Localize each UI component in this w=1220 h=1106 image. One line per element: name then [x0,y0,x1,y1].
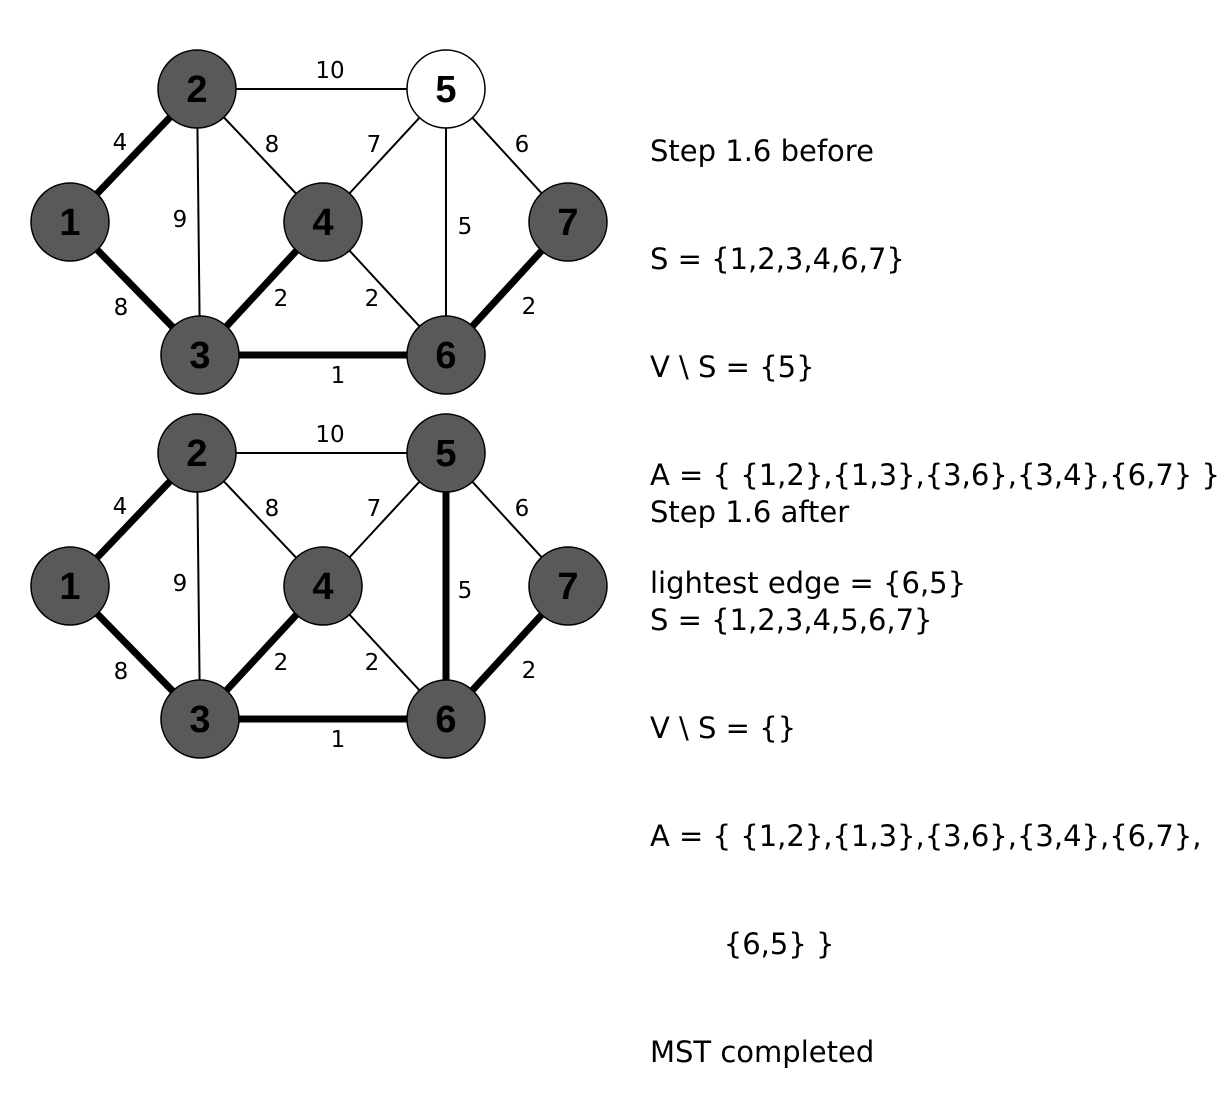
after-set-a-line-2: {6,5} } [650,927,835,961]
edge-weight-6-7: 2 [522,294,537,320]
node-7 [528,546,608,626]
node-label-4: 4 [312,202,333,244]
edge-weights-before: 4 8 9 8 10 2 1 7 2 5 6 2 [113,58,537,389]
node-2 [157,49,237,129]
edge-weight-5-6: 5 [458,578,473,604]
edge-weight-4-6: 2 [365,650,380,676]
edge-weight-2-5: 10 [315,422,344,448]
before-step-description: Step 1.6 before S = {1,2,3,4,6,7} V \ S … [650,61,1220,637]
edge-weight-1-3: 8 [114,295,129,321]
edge-weight-2-3: 9 [173,571,188,597]
node-label-3: 3 [189,699,210,741]
before-set-s: S = {1,2,3,4,6,7} [650,242,905,276]
graph-before-step: 4 8 9 8 10 2 1 7 2 5 6 2 1 2 3 4 5 6 7 [30,49,608,395]
node-6 [406,315,486,395]
graph-after-step: 4 8 9 8 10 2 1 7 2 5 6 2 1 2 3 4 5 6 7 [30,413,608,759]
edge-weight-1-2: 4 [113,494,128,520]
node-label-2: 2 [186,433,207,475]
node-label-6: 6 [435,699,456,741]
edge-weight-1-2: 4 [113,130,128,156]
node-label-6: 6 [435,335,456,377]
node-label-5: 5 [435,433,456,475]
node-label-4: 4 [312,566,333,608]
edge-weight-4-6: 2 [365,286,380,312]
edge-weight-2-4: 8 [265,496,280,522]
edge-weight-1-3: 8 [114,659,129,685]
node-7 [528,182,608,262]
node-1 [30,546,110,626]
edge-weight-5-7: 6 [515,496,530,522]
after-set-v-minus-s: V \ S = {} [650,711,797,745]
after-set-s: S = {1,2,3,4,5,6,7} [650,603,933,637]
node-label-7: 7 [557,566,578,608]
node-2 [157,413,237,493]
edge-weight-3-6: 1 [331,363,346,389]
node-label-1: 1 [59,566,80,608]
node-label-5: 5 [435,69,456,111]
node-5 [406,413,486,493]
edge-weight-2-3: 9 [173,207,188,233]
edge-2-3 [196,452,201,720]
nodes-before: 1 2 3 4 5 6 7 [30,49,608,395]
node-4 [283,182,363,262]
before-lightest-edge: lightest edge = {6,5} [650,566,967,600]
edge-weight-2-5: 10 [315,58,344,84]
before-set-v-minus-s: V \ S = {5} [650,350,815,384]
after-set-a-line-1: A = { {1,2},{1,3},{3,6},{3,4},{6,7}, [650,819,1202,853]
node-label-7: 7 [557,202,578,244]
edge-weight-4-5: 7 [367,496,382,522]
edge-weight-3-4: 2 [274,650,289,676]
after-step-title: Step 1.6 after [650,495,850,529]
before-step-title: Step 1.6 before [650,134,874,168]
node-label-1: 1 [59,202,80,244]
before-set-a: A = { {1,2},{1,3},{3,6},{3,4},{6,7} } [650,458,1220,492]
mst-diagram: 4 8 9 8 10 2 1 7 2 5 6 2 1 2 3 4 5 6 7 4 8 9 8 10 2 1 7 2 5 6 2 1 2 3 4 5 6… [30,49,608,759]
nodes-after: 1 2 3 4 5 6 7 [30,413,608,759]
node-6 [406,679,486,759]
node-4 [283,546,363,626]
edge-weight-3-4: 2 [274,286,289,312]
edge-weight-5-7: 6 [515,132,530,158]
node-label-2: 2 [186,69,207,111]
edge-weight-5-6: 5 [458,214,473,240]
node-3 [160,315,240,395]
edge-weight-4-5: 7 [367,132,382,158]
edge-weight-6-7: 2 [522,658,537,684]
after-step-description: Step 1.6 after S = {1,2,3,4,5,6,7} V \ S… [650,422,1201,1106]
edge-weight-2-4: 8 [265,132,280,158]
node-label-3: 3 [189,335,210,377]
node-1 [30,182,110,262]
node-3 [160,679,240,759]
after-status: MST completed [650,1035,875,1069]
edge-2-3 [196,88,201,356]
edge-weights-after: 4 8 9 8 10 2 1 7 2 5 6 2 [113,422,537,753]
node-5 [406,49,486,129]
edge-weight-3-6: 1 [331,727,346,753]
